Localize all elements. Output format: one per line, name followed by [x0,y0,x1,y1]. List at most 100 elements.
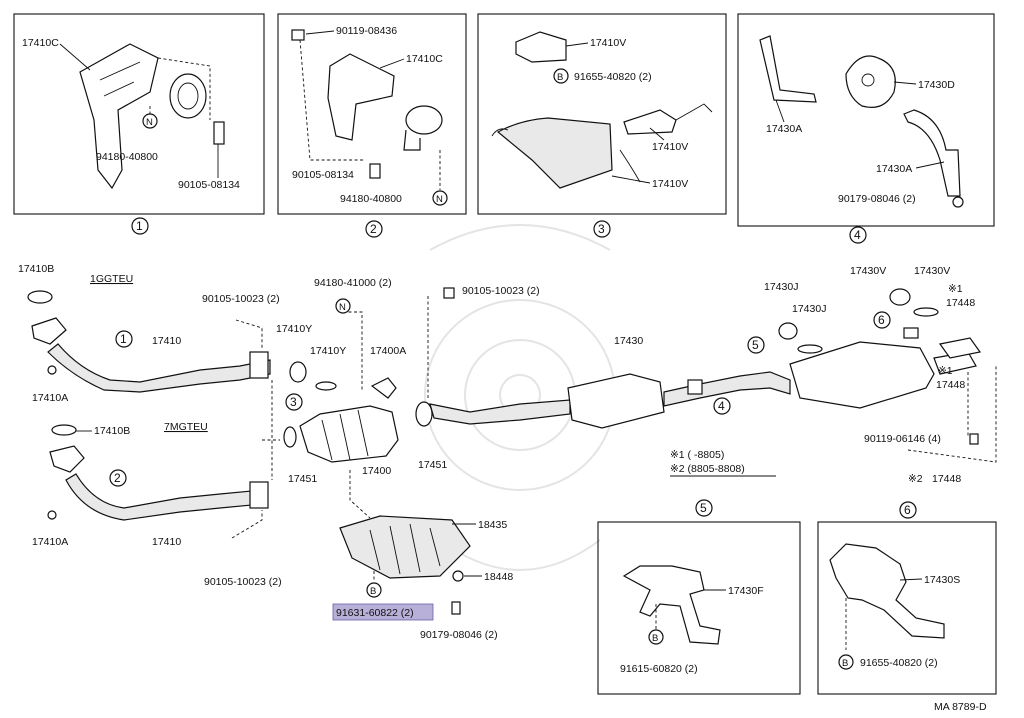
highlight-91631-60822 [332,603,434,621]
label-90105-10023-a: 90105-10023 (2) [202,293,280,305]
label-17410y-b: 17410Y [310,345,346,357]
panel-6-drawing [829,543,945,650]
panel-1-box [13,13,265,215]
mark-1-top: ※1 [948,283,963,295]
center-pipe-17430 [429,371,791,429]
panel-2-label-90105-08134: 90105-08134 [292,169,354,181]
label-17410a-a: 17410A [32,392,68,404]
panel-2-n-marker: N [436,194,443,205]
panel-5-b-marker: B [652,633,658,644]
front-pipe-lower [47,424,269,521]
panel-4-label-17430d: 17430D [918,79,955,91]
label-90119-06146: 90119-06146 (4) [864,433,941,445]
panel-3-label-17410v-b: 17410V [652,141,688,153]
front-pipe-upper [27,290,271,393]
label-1ggteu: 1GGTEU [90,273,133,285]
panel-1-label-17410c: 17410C [22,37,59,49]
hanger-ring-17430v-b [913,307,939,317]
label-18435: 18435 [478,519,507,531]
panel-5-drawing [622,565,721,645]
panel-4-box [737,13,995,227]
main-b-marker: B [370,586,376,597]
panel-3-b-marker: B [557,72,563,83]
label-17448-c: 17448 [932,473,961,485]
panel-6-label-17430s: 17430S [924,574,960,586]
panel-6-label-91655-40820: 91655-40820 (2) [860,657,938,669]
panel-1-label-90105-08134: 90105-08134 [178,179,240,191]
catalytic-converter [299,377,399,463]
hanger-ring-17430v-a [889,288,911,306]
panel-2-label-94180-40800: 94180-40800 [340,193,402,205]
panel-2-drawing [291,29,443,190]
callout-2: 2 [114,471,121,485]
panel-4-label-90179-08046: 90179-08046 (2) [838,193,916,205]
panel-6-number: 6 [904,503,911,517]
main-n-marker: N [339,302,346,313]
panel-3-drawing [491,31,713,189]
bolt-18448 [452,570,464,582]
mark-2: ※2 [908,473,923,485]
gasket-17410y-b [315,381,337,391]
panel-3-number: 3 [598,222,605,236]
heat-shield-18435 [339,515,471,579]
panel-4-drawing [759,35,961,197]
label-17448-a: 17448 [946,297,975,309]
label-18448: 18448 [484,571,513,583]
label-17430j-b: 17430J [792,303,826,315]
label-17430j-a: 17430J [764,281,798,293]
panel-1-number: 1 [136,219,143,233]
label-17430v-b: 17430V [914,265,950,277]
callout-6: 6 [878,313,885,327]
panel-5-label-91615-60820: 91615-60820 (2) [620,663,698,675]
panel-4-number: 4 [854,228,861,242]
bolt-90119-06146 [969,433,979,445]
label-17400: 17400 [362,465,391,477]
label-17400a: 17400A [370,345,406,357]
panel-3-label-17410v-a: 17410V [590,37,626,49]
reference-code: MA 8789-D [934,701,987,713]
panel-1-label-94180-40800: 94180-40800 [96,151,158,163]
panel-2-number: 2 [370,222,377,236]
bolt-90179 [451,601,461,615]
label-90179-08046: 90179-08046 (2) [420,629,498,641]
panel-3-label-17410v-c: 17410V [652,178,688,190]
label-17410y-a: 17410Y [276,323,312,335]
label-17410b-top: 17410B [18,263,54,275]
label-17448-b: 17448 [936,379,965,391]
hanger-ring-17430j-a [778,322,798,340]
panel-5-box [597,521,801,695]
callout-4: 4 [718,399,725,413]
label-17451-a: 17451 [288,473,317,485]
gasket-17410y-a [289,361,307,383]
callout-3: 3 [290,395,297,409]
label-17410b-mid: 17410B [94,425,130,437]
label-17430: 17430 [614,335,643,347]
label-17451-b: 17451 [418,459,447,471]
panel-3-label-91655-40820: 91655-40820 (2) [574,71,652,83]
gasket-17451-a [283,426,297,448]
panel-6-b-marker: B [842,658,848,669]
panel-4-label-17430a-b: 17430A [876,163,912,175]
label-17430v-a: 17430V [850,265,886,277]
label-17410-a: 17410 [152,335,181,347]
panel-5-label-17430f: 17430F [728,585,764,597]
gasket-17451-b [415,401,433,427]
legend-line-2: ※2 (8805-8808) [670,463,745,475]
label-91631-60822: 91631-60822 (2) [336,607,414,619]
panel-2-box [277,13,467,215]
rear-muffler [789,327,982,409]
panel-5-number: 5 [700,501,707,515]
label-17410a-b: 17410A [32,536,68,548]
panel-2-label-17410c: 17410C [406,53,443,65]
callout-5: 5 [752,338,759,352]
panel-1-n-marker: N [146,117,153,128]
legend-line-1: ※1 ( -8805) [670,449,724,461]
callout-1: 1 [120,332,127,346]
panel-1-drawing [79,43,225,190]
label-94180-41000: 94180-41000 (2) [314,277,392,289]
panel-6-box [817,521,997,695]
label-7mgteu: 7MGTEU [164,421,208,433]
label-17410-b: 17410 [152,536,181,548]
label-90105-10023-c: 90105-10023 (2) [462,285,540,297]
